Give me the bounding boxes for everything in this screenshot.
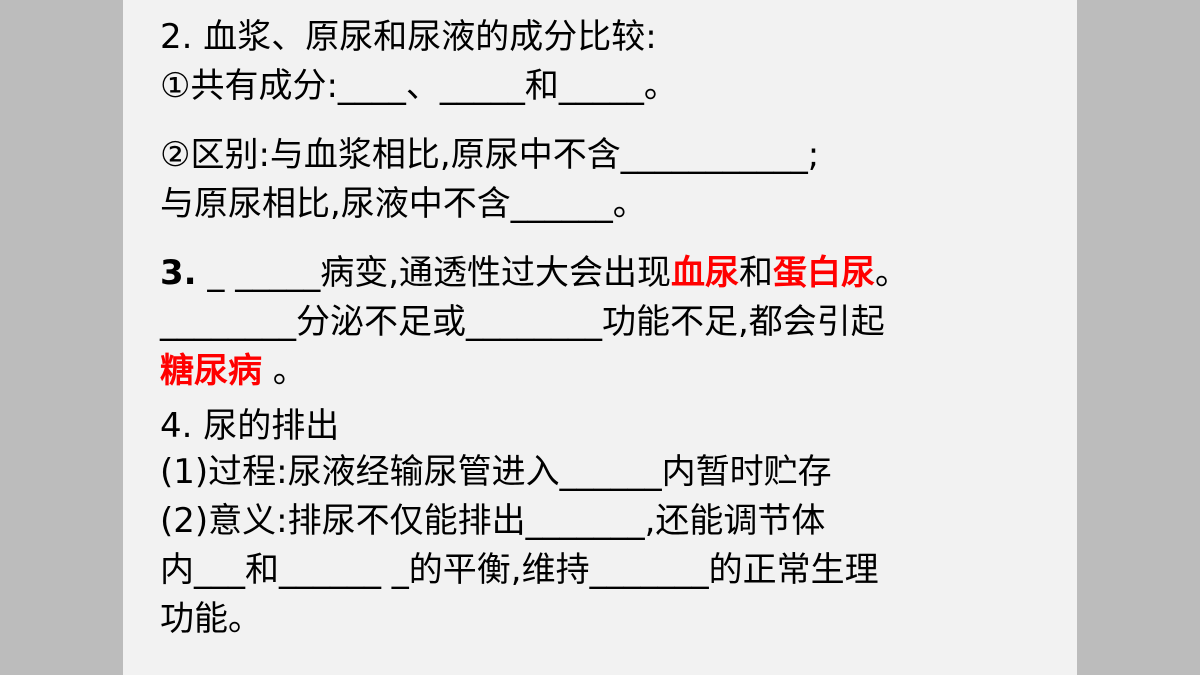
- slide-area: [123, 0, 1077, 675]
- line-balance: 内___和______ _的平衡,维持_______的正常生理: [160, 550, 879, 590]
- highlight-diabetes: 糖尿病: [160, 351, 262, 391]
- line-diabetes-end: 。: [262, 351, 307, 391]
- line-difference-urine: 与原尿相比,尿液中不含______。: [160, 184, 647, 224]
- right-side-bar: [1077, 0, 1200, 675]
- line-significance: (2)意义:排尿不仅能排出_______,还能调节体: [160, 501, 826, 541]
- line-section-3-part-b: 和: [739, 253, 774, 293]
- line-section-4-title: 4. 尿的排出: [160, 406, 340, 446]
- left-side-bar: [0, 0, 123, 675]
- line-section-3-part-a: _ _____病变,通透性过大会出现: [196, 253, 672, 293]
- line-section-3: 3. _ _____病变,通透性过大会出现血尿和蛋白尿。: [160, 251, 909, 295]
- line-common-components: ①共有成分:____、_____和_____。: [160, 66, 678, 106]
- line-secretion-deficiency: ________分泌不足或________功能不足,都会引起: [160, 302, 885, 342]
- highlight-proteinuria: 蛋白尿: [773, 253, 876, 293]
- section-3-number: 3.: [160, 253, 197, 293]
- highlight-hematuria: 血尿: [671, 253, 740, 293]
- line-diabetes: 糖尿病 。: [160, 349, 307, 393]
- line-section-3-part-c: 。: [875, 253, 910, 293]
- line-section-2-title: 2. 血浆、原尿和尿液的成分比较:: [160, 17, 657, 57]
- line-process: (1)过程:尿液经输尿管进入______内暂时贮存: [160, 452, 832, 492]
- line-function: 功能。: [160, 599, 262, 639]
- line-difference-plasma: ②区别:与血浆相比,原尿中不含___________;: [160, 135, 820, 175]
